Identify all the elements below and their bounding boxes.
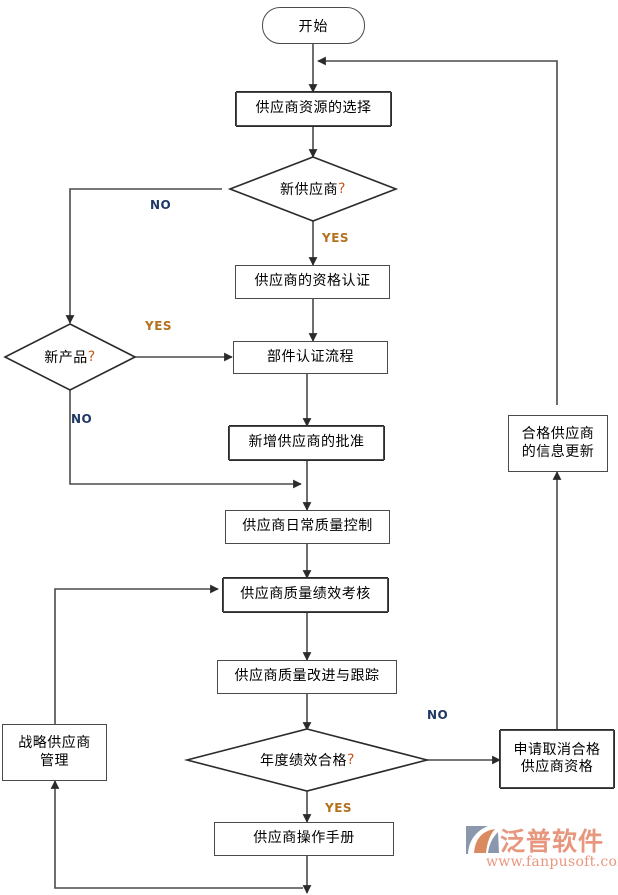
edge-label-new-product-yes-text: YES bbox=[145, 319, 173, 333]
node-new-supplier-approval-label: 新增供应商的批准 bbox=[248, 434, 365, 451]
decision-new-product bbox=[3, 323, 137, 391]
node-supplier-qualification[interactable]: 供应商的资格认证 bbox=[235, 265, 390, 299]
node-supplier-operation-manual-label: 供应商操作手册 bbox=[253, 830, 355, 847]
node-cancel-supplier-qualification-line2: 供应商资格 bbox=[520, 759, 594, 775]
edge-label-annual-no: NO bbox=[427, 708, 448, 722]
node-part-certification-process-label: 部件认证流程 bbox=[267, 348, 354, 365]
decision-annual-pass bbox=[183, 728, 431, 792]
edge-label-new-supplier-no: NO bbox=[150, 198, 171, 212]
node-qualified-supplier-info-update-line2: 的信息更新 bbox=[521, 443, 595, 460]
node-cancel-supplier-qualification[interactable]: 申请取消合格 供应商资格 bbox=[500, 730, 614, 788]
decision-new-supplier bbox=[227, 156, 399, 222]
node-start[interactable]: 开始 bbox=[262, 7, 365, 44]
node-supplier-resource-selection[interactable]: 供应商资源的选择 bbox=[236, 92, 391, 126]
edge-label-new-product-yes: YES bbox=[145, 319, 172, 333]
node-supplier-operation-manual[interactable]: 供应商操作手册 bbox=[214, 822, 394, 856]
node-strategic-supplier-management-line1: 战略供应商 bbox=[18, 735, 91, 751]
edge-update-return-to-main bbox=[317, 56, 558, 405]
edge-label-new-product-no: NO bbox=[71, 412, 92, 426]
node-supplier-resource-selection-label: 供应商资源的选择 bbox=[255, 100, 372, 117]
node-qualified-supplier-info-update[interactable]: 合格供应商 的信息更新 bbox=[508, 415, 608, 472]
node-quality-performance-review-label: 供应商质量绩效考核 bbox=[240, 586, 371, 603]
node-strategic-supplier-management[interactable]: 战略供应商 管理 bbox=[2, 724, 107, 781]
node-qualified-supplier-info-update-line1: 合格供应商 bbox=[521, 426, 595, 442]
edge-newproduct-no bbox=[69, 390, 302, 489]
edge-label-annual-yes: YES bbox=[325, 801, 352, 815]
node-quality-improvement-tracking-label: 供应商质量改进与跟踪 bbox=[234, 668, 380, 685]
edge-label-annual-no-text: NO bbox=[427, 708, 449, 722]
edge-label-new-supplier-no-text: NO bbox=[150, 198, 172, 212]
node-part-certification-process[interactable]: 部件认证流程 bbox=[233, 341, 388, 374]
node-quality-improvement-tracking[interactable]: 供应商质量改进与跟踪 bbox=[217, 660, 397, 694]
node-quality-performance-review[interactable]: 供应商质量绩效考核 bbox=[223, 578, 388, 612]
edge-label-new-supplier-yes-text: YES bbox=[322, 231, 350, 245]
node-daily-quality-control[interactable]: 供应商日常质量控制 bbox=[225, 510, 390, 544]
edge-newsupplier-no bbox=[65, 188, 222, 324]
edge-label-annual-yes-text: YES bbox=[325, 801, 353, 815]
node-cancel-supplier-qualification-line1: 申请取消合格 bbox=[513, 741, 601, 758]
edge-label-new-product-no-text: NO bbox=[71, 412, 93, 426]
node-daily-quality-control-label: 供应商日常质量控制 bbox=[242, 518, 373, 535]
node-supplier-qualification-label: 供应商的资格认证 bbox=[254, 273, 371, 290]
edge-strategic-to-perfreview bbox=[54, 584, 219, 724]
edge-label-new-supplier-yes: YES bbox=[322, 231, 349, 245]
edge-bottom-to-strategic bbox=[50, 780, 303, 889]
node-strategic-supplier-management-line2: 管理 bbox=[40, 752, 69, 769]
node-start-label: 开始 bbox=[298, 18, 329, 35]
node-new-supplier-approval[interactable]: 新增供应商的批准 bbox=[229, 426, 384, 460]
